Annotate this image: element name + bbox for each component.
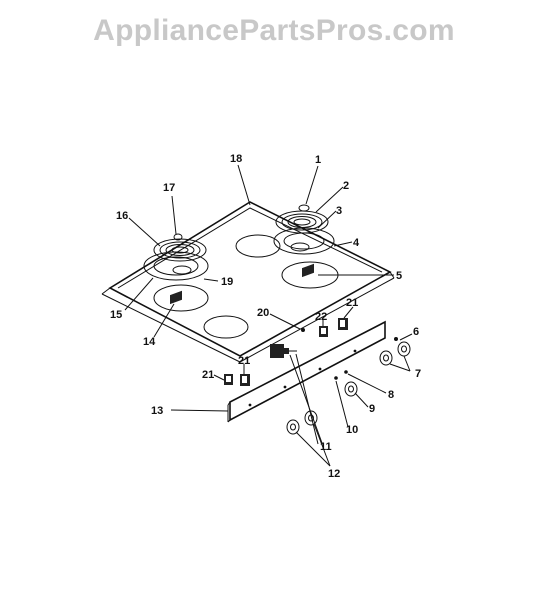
callout-6: 6 bbox=[413, 326, 419, 338]
site-watermark: AppliancePartsPros.com bbox=[93, 14, 455, 47]
callout-18: 18 bbox=[230, 153, 242, 165]
callout-21-left: 21 bbox=[202, 369, 214, 381]
callout-8: 8 bbox=[388, 389, 394, 401]
callout-16: 16 bbox=[116, 210, 128, 222]
callout-17: 17 bbox=[163, 182, 175, 194]
callout-14: 14 bbox=[143, 336, 156, 348]
leader-lines bbox=[124, 164, 413, 467]
callout-12: 12 bbox=[328, 468, 340, 480]
burner-openings bbox=[153, 234, 339, 339]
callout-labels: 1 2 3 4 5 6 7 8 9 10 11 12 13 14 15 16 1… bbox=[110, 153, 421, 480]
clip-21-right bbox=[338, 318, 348, 330]
callout-10: 10 bbox=[346, 424, 358, 436]
callout-5: 5 bbox=[396, 270, 402, 282]
callout-20: 20 bbox=[257, 307, 269, 319]
callout-21-mid: 21 bbox=[238, 355, 250, 367]
callout-11: 11 bbox=[320, 441, 332, 453]
callout-2: 2 bbox=[343, 180, 349, 192]
callout-22: 22 bbox=[315, 311, 327, 323]
callout-21-right: 21 bbox=[346, 297, 358, 309]
switch-22 bbox=[319, 326, 328, 337]
infinite-switch bbox=[270, 344, 297, 358]
knob-9 bbox=[344, 381, 358, 397]
callout-13: 13 bbox=[151, 405, 163, 417]
small-parts bbox=[301, 328, 398, 380]
callout-1: 1 bbox=[315, 154, 321, 166]
receptacle-5 bbox=[302, 263, 314, 278]
callout-4: 4 bbox=[353, 237, 360, 249]
left-burner-element bbox=[143, 233, 209, 281]
receptacle-14 bbox=[170, 290, 182, 305]
right-burner-element bbox=[273, 204, 335, 255]
knob-12-pair bbox=[286, 410, 318, 435]
callout-9: 9 bbox=[369, 403, 375, 415]
clip-21-left bbox=[224, 374, 250, 386]
knob-7-pair bbox=[379, 341, 411, 366]
callout-3: 3 bbox=[336, 205, 342, 217]
callout-7: 7 bbox=[415, 368, 421, 380]
callout-19: 19 bbox=[221, 276, 233, 288]
cooktop-panel bbox=[101, 201, 395, 363]
callout-15: 15 bbox=[110, 309, 122, 321]
control-panel bbox=[227, 320, 386, 423]
